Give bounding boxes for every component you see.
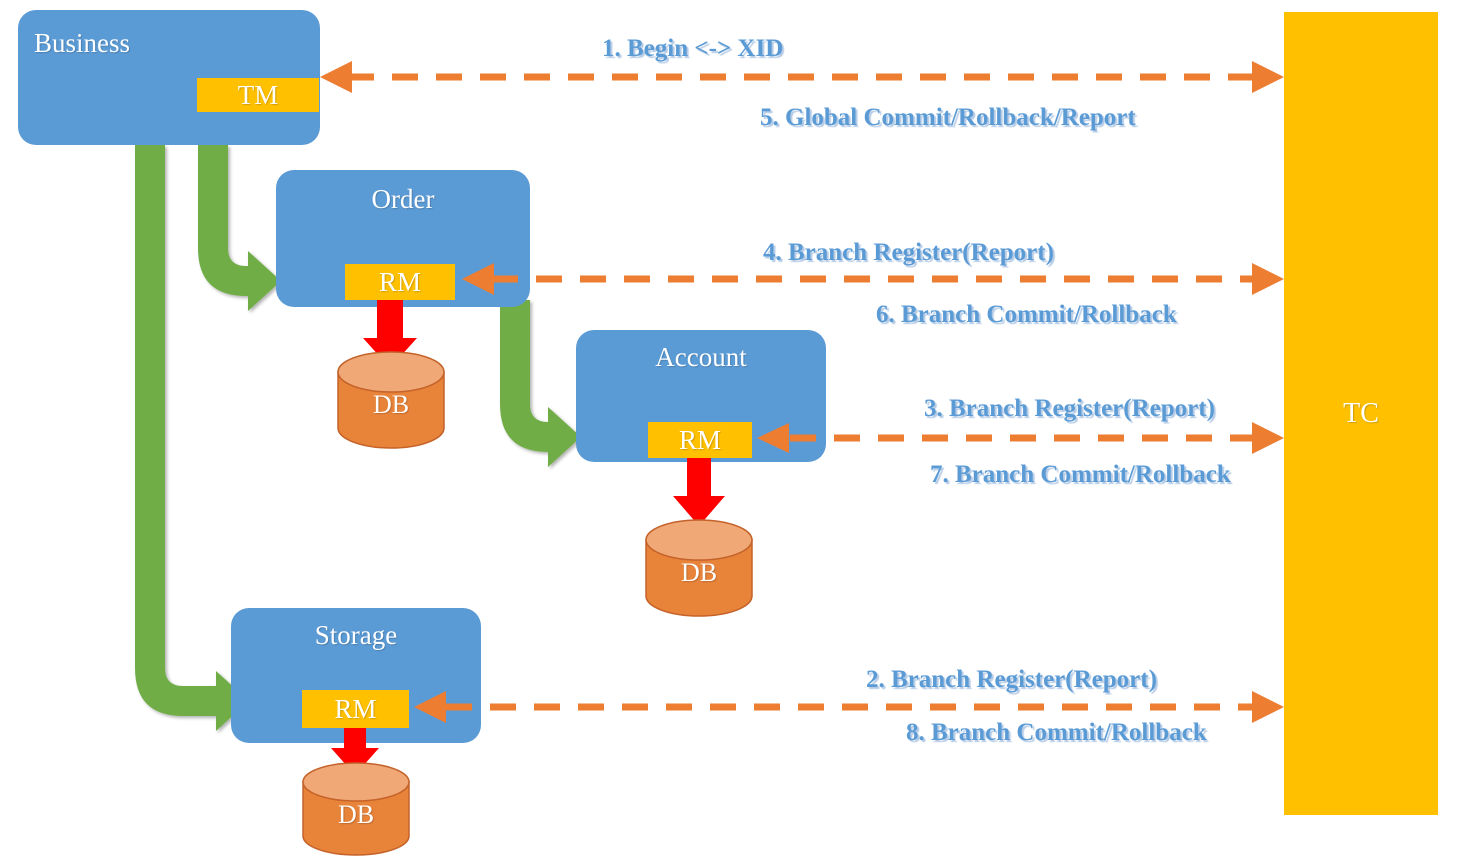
service-title-order: Order xyxy=(371,184,435,214)
database-label-order: DB xyxy=(372,390,410,419)
flow-label-7-branch-commit: 7. Branch Commit/Rollback xyxy=(930,461,1231,488)
down-write-arrow-icon-account xyxy=(673,458,725,526)
service-title-business: Business xyxy=(34,28,131,58)
dashed-bidirectional-arrow-icon-tm-tc xyxy=(320,61,1284,93)
flow-label-2-branch-register: 2. Branch Register(Report) xyxy=(866,666,1157,693)
manager-chip-tm[interactable]: TM xyxy=(197,78,319,112)
service-title-storage: Storage xyxy=(314,620,398,650)
database-label-account: DB xyxy=(680,558,718,587)
flow-label-3-branch-register: 3. Branch Register(Report) xyxy=(924,395,1215,422)
flow-label-5-global-commit: 5. Global Commit/Rollback/Report xyxy=(760,104,1136,131)
database-cylinder-icon-storage[interactable]: DB xyxy=(300,762,412,858)
manager-chip-rm-order[interactable]: RM xyxy=(345,264,455,300)
flow-label-1-begin-xid: 1. Begin <-> XID xyxy=(602,35,784,62)
coordinator-label: TC xyxy=(1343,397,1379,429)
service-box-business[interactable]: Business xyxy=(18,10,320,145)
elbow-invoke-arrow-icon-business-order xyxy=(198,145,281,311)
dashed-bidirectional-arrow-icon-account-tc xyxy=(757,422,1284,454)
flow-label-4-branch-register: 4. Branch Register(Report) xyxy=(763,239,1054,266)
manager-chip-rm-account[interactable]: RM xyxy=(648,422,752,458)
coordinator-box-tc[interactable]: TC xyxy=(1284,12,1438,815)
database-cylinder-icon-account[interactable]: DB xyxy=(643,518,755,618)
database-cylinder-icon-order[interactable]: DB xyxy=(335,350,447,450)
flow-label-8-branch-commit: 8. Branch Commit/Rollback xyxy=(906,719,1207,746)
database-label-storage: DB xyxy=(337,800,375,829)
manager-chip-rm-storage[interactable]: RM xyxy=(302,690,409,728)
service-title-account: Account xyxy=(655,342,747,372)
flow-label-6-branch-commit: 6. Branch Commit/Rollback xyxy=(876,301,1177,328)
elbow-invoke-arrow-icon-order-account xyxy=(500,300,581,467)
dashed-bidirectional-arrow-icon-order-tc xyxy=(462,263,1284,295)
